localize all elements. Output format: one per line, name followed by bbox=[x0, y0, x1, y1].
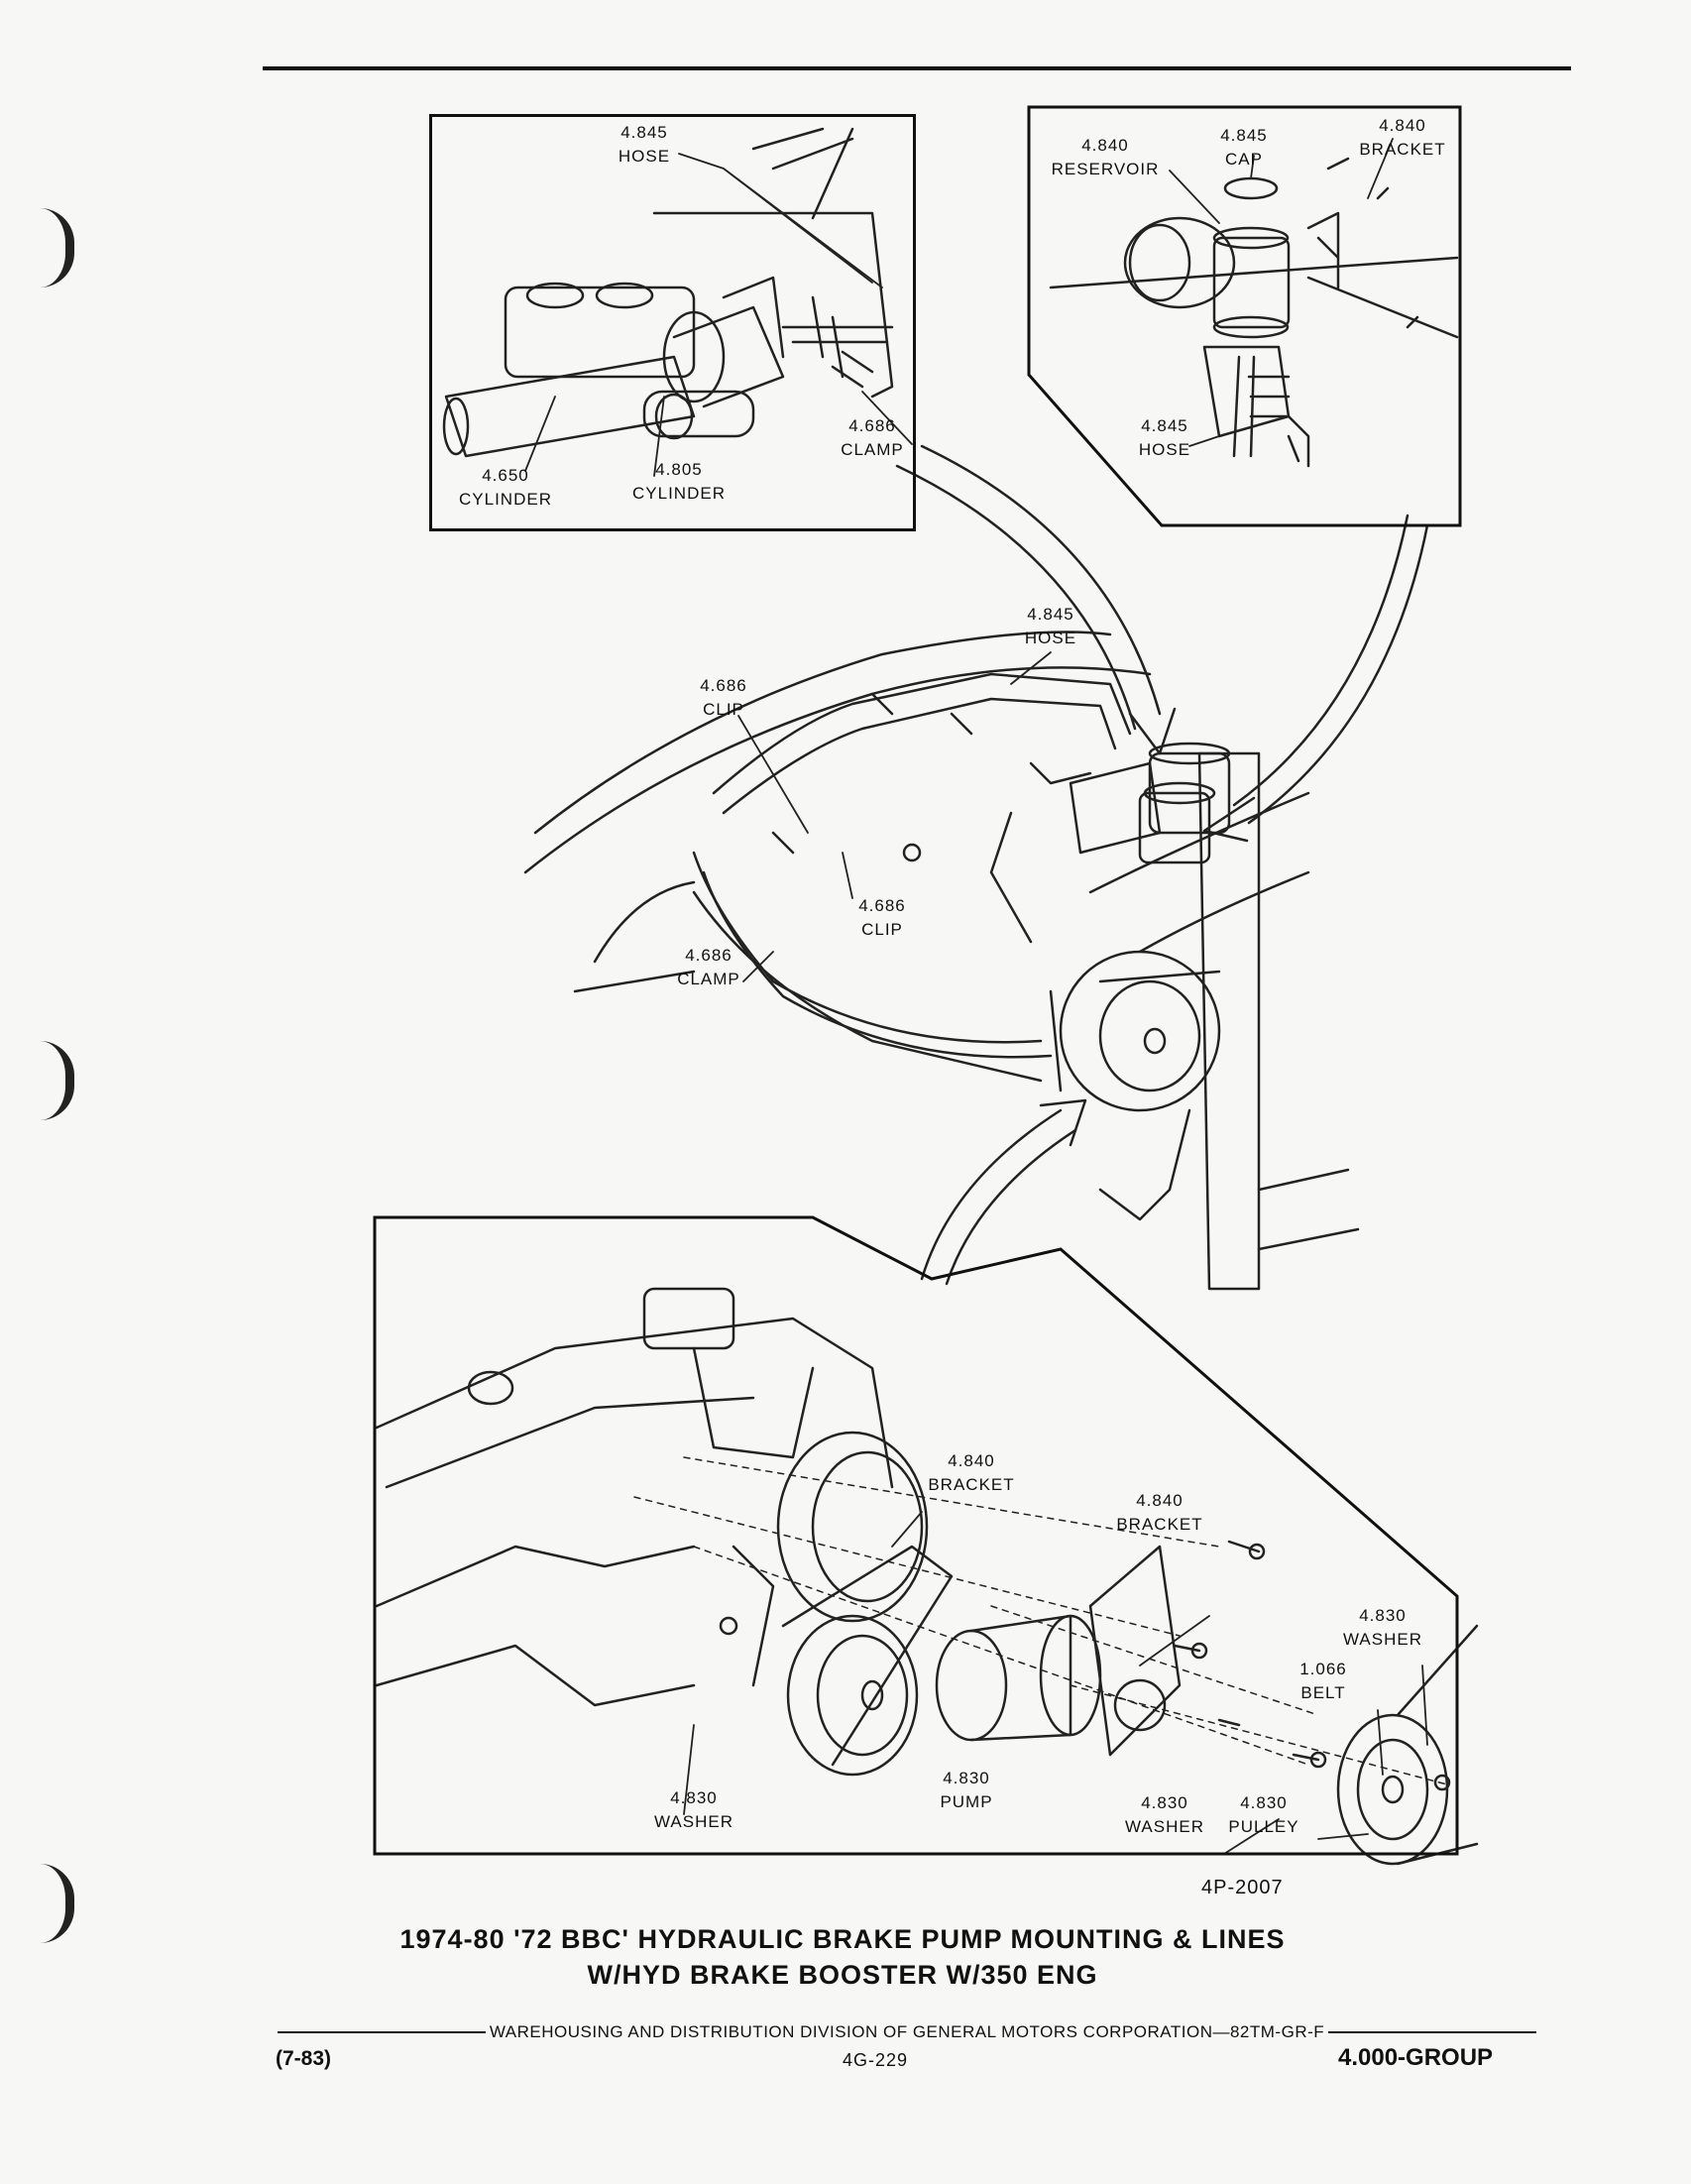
binder-hole-top bbox=[40, 208, 74, 287]
caption-line-1: 1974-80 '72 BBC' HYDRAULIC BRAKE PUMP MO… bbox=[399, 1924, 1286, 1954]
binder-hole-bottom bbox=[40, 1864, 74, 1943]
caption-line-2: W/HYD BRAKE BOOSTER W/350 ENG bbox=[587, 1960, 1098, 1990]
figure-caption: 1974-80 '72 BBC' HYDRAULIC BRAKE PUMP MO… bbox=[297, 1921, 1388, 1993]
footer-page-number: 4G-229 bbox=[843, 2050, 909, 2070]
footer-rule-left bbox=[278, 2031, 486, 2033]
footer-date: (7-83) bbox=[276, 2047, 332, 2070]
leader-lines bbox=[524, 138, 1428, 1855]
footer-division: WAREHOUSING AND DISTRIBUTION DIVISION OF… bbox=[489, 2022, 1325, 2041]
engine-lines-drawing bbox=[523, 631, 1360, 1291]
footer-division-line: WAREHOUSING AND DISTRIBUTION DIVISION OF… bbox=[278, 2022, 1536, 2042]
pump-mounting-drawing bbox=[375, 1287, 1479, 1866]
binder-hole-middle bbox=[40, 1041, 74, 1120]
reservoir-drawing bbox=[1049, 157, 1459, 468]
footer-group: 4.000-GROUP bbox=[1338, 2044, 1494, 2071]
master-cylinder-panel bbox=[429, 114, 916, 531]
master-cylinder-drawing bbox=[442, 127, 894, 458]
footer-rule-right bbox=[1328, 2031, 1536, 2033]
top-rule bbox=[263, 66, 1571, 70]
connector-arrows bbox=[895, 444, 1429, 1286]
figure-id: 4P-2007 bbox=[1201, 1877, 1284, 1898]
